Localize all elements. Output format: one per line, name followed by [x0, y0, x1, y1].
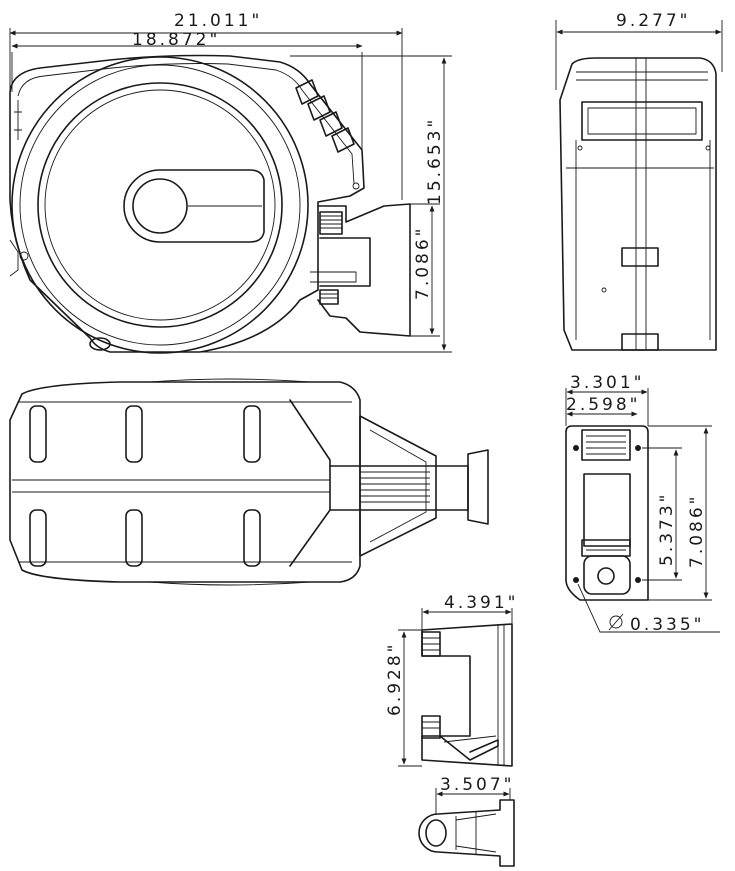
bracket-top-view — [418, 799, 515, 867]
dim-bracket-height: 7.086" — [413, 226, 433, 301]
dim-hole-spacing-v: 5.373" — [657, 492, 677, 567]
bracket-plate-view — [565, 425, 649, 601]
dim-front-height: 15.653" — [425, 117, 445, 205]
dim-hole-spacing-h: 2.598" — [566, 395, 641, 415]
front-view — [9, 54, 411, 354]
dim-drum-width: 18.872" — [132, 30, 220, 50]
top-view — [9, 378, 489, 586]
dim-overall-width: 21.011" — [174, 11, 262, 31]
bracket-side-dimensions: 4.391" 6.928" — [385, 593, 519, 767]
side-dimensions: 9.277" — [555, 11, 723, 90]
dim-side-depth: 9.277" — [616, 11, 691, 31]
bracket-top-dimensions: 3.507" — [435, 775, 515, 814]
front-dimensions: 21.011" 18.872" 15.653" 7.086" — [9, 11, 452, 353]
dim-bracket-depth: 4.391" — [444, 593, 519, 613]
dim-bracket-top-depth: 3.507" — [440, 775, 515, 795]
dim-hole-diameter: 0.335" — [630, 615, 705, 635]
dim-bracket-side-height: 6.928" — [385, 642, 405, 717]
bracket-side-view — [421, 623, 513, 767]
dim-plate-width: 3.301" — [570, 373, 645, 393]
side-view — [559, 57, 717, 351]
bracket-plate-dimensions: 3.301" 2.598" 5.373" 7.086" 0.335" — [565, 373, 720, 635]
dim-plate-height: 7.086" — [687, 494, 707, 569]
